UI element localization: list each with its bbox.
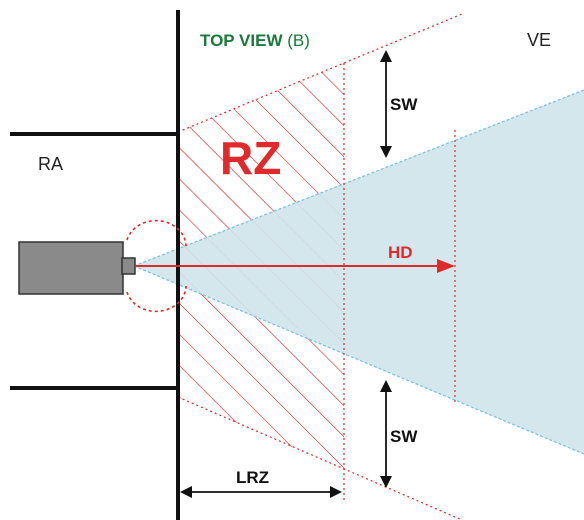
hd-label: HD	[388, 243, 413, 262]
rz-upper-boundary	[177, 13, 463, 133]
ra-label: RA	[38, 154, 63, 174]
field-of-view-area	[134, 90, 584, 454]
hd-arrow	[135, 259, 455, 273]
sw-bottom-arrow	[380, 380, 392, 488]
lrz-arrow	[180, 486, 342, 498]
sw-bottom-label: SW	[390, 427, 418, 446]
ve-label: VE	[527, 30, 551, 50]
sw-top-arrow	[380, 50, 392, 158]
rz-lower-boundary	[177, 396, 463, 520]
sw-top-label: SW	[390, 95, 418, 114]
camera-icon	[18, 219, 187, 313]
rz-label: RZ	[220, 132, 281, 184]
fov-upper-edge	[133, 89, 584, 267]
fov-lower-edge	[133, 265, 584, 455]
view-title: TOP VIEW (B)	[200, 31, 310, 50]
lrz-label: LRZ	[236, 468, 269, 487]
